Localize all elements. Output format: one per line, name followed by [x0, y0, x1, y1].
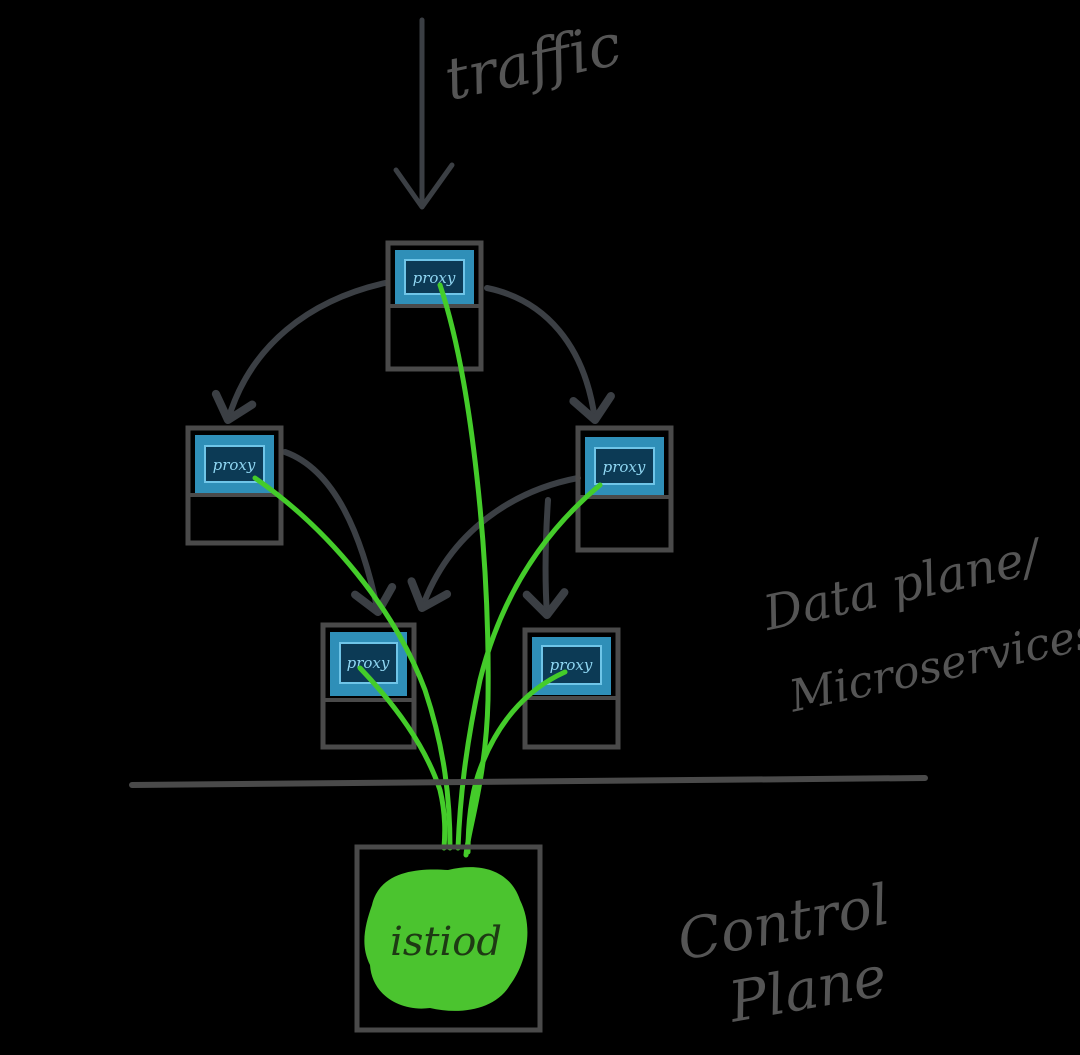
- arrow-top-to-left: [211, 280, 388, 425]
- config-line-left: [252, 475, 453, 851]
- proxy-label: proxy: [550, 656, 593, 674]
- service-call-arrows: [211, 280, 615, 620]
- arrow-right-to-bottom-right: [522, 497, 569, 620]
- arrow-left-to-bottom-left: [282, 449, 397, 617]
- proxy-label: proxy: [213, 456, 256, 474]
- config-line-right: [455, 482, 603, 851]
- data-plane-label: Data plane/ Microservices: [758, 528, 1080, 723]
- service-box-top: proxy: [385, 240, 484, 372]
- service-box-right: proxy: [575, 425, 674, 553]
- control-plane-label: Control Plane: [673, 873, 895, 1036]
- istiod-label: istiod: [390, 919, 502, 965]
- traffic-label: traffic: [439, 10, 627, 113]
- control-plane-config-lines: [252, 282, 603, 858]
- traffic-arrow: [393, 17, 455, 210]
- istiod-blob: [364, 867, 528, 1011]
- arrow-right-to-center: [407, 475, 581, 613]
- plane-divider: [129, 775, 928, 788]
- proxy-label: proxy: [603, 458, 646, 476]
- arrow-top-to-right: [484, 285, 615, 425]
- proxy-label: proxy: [347, 654, 390, 672]
- config-line-bottom-left: [357, 665, 448, 851]
- service-box-bottom-left: proxy: [320, 622, 417, 750]
- control-plane-box: istiod: [354, 844, 543, 1033]
- config-line-bottom-right: [465, 669, 568, 855]
- proxy-label: proxy: [413, 269, 456, 287]
- config-line-top: [437, 282, 491, 858]
- arrow-down-icon: [393, 162, 455, 210]
